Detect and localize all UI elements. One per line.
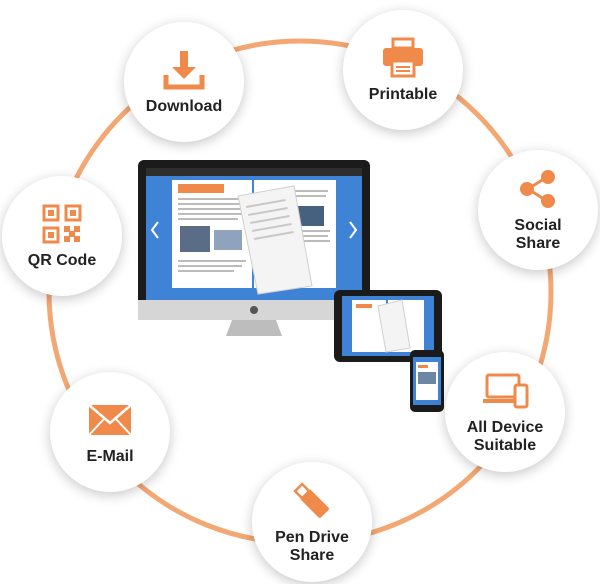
- feature-label: QR Code: [27, 252, 97, 269]
- feature-qr-code[interactable]: QR Code: [2, 176, 122, 296]
- share-icon: [514, 167, 562, 211]
- feature-download[interactable]: Download: [124, 22, 244, 142]
- feature-pen-drive[interactable]: Pen Drive Share: [252, 462, 372, 582]
- feature-label: Pen Drive Share: [275, 529, 349, 564]
- feature-printable[interactable]: Printable: [343, 10, 463, 130]
- tablet: [334, 290, 442, 362]
- feature-label: Social Share: [514, 217, 562, 252]
- download-icon: [160, 48, 208, 92]
- desktop-monitor: [138, 160, 370, 336]
- feature-social-share[interactable]: Social Share: [478, 150, 598, 270]
- feature-label: All Device Suitable: [466, 419, 544, 454]
- feature-label: Printable: [368, 86, 438, 103]
- feature-all-device[interactable]: All Device Suitable: [445, 352, 565, 472]
- phone: [410, 350, 444, 412]
- usb-drive-icon: [288, 479, 336, 523]
- feature-email[interactable]: E-Mail: [50, 372, 170, 492]
- qr-code-icon: [38, 202, 86, 246]
- feature-label: E-Mail: [86, 448, 134, 465]
- printer-icon: [379, 36, 427, 80]
- feature-label: Download: [145, 98, 223, 115]
- envelope-icon: [86, 398, 134, 442]
- devices-icon: [481, 369, 529, 413]
